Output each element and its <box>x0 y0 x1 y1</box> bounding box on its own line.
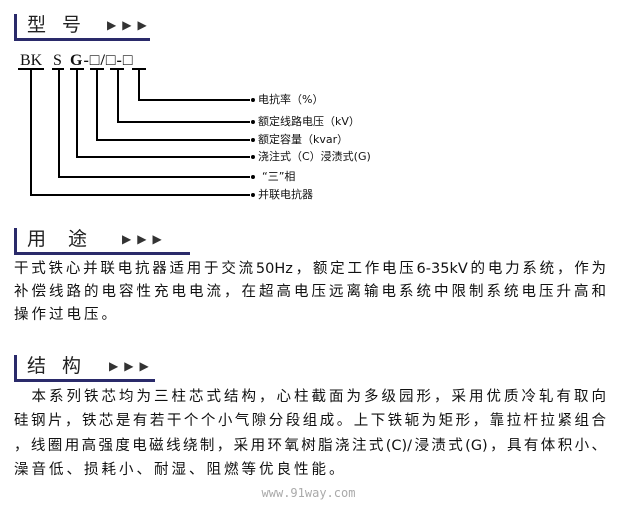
arrows-icon: ▶▶▶ <box>107 18 153 32</box>
heading-text: 用途 <box>27 228 110 250</box>
label-type: 浇注式（C）浸渍式(G) <box>258 150 371 163</box>
watermark-url: www.91way.com <box>261 486 356 500</box>
code-s: S <box>53 52 62 69</box>
label-rated-voltage: 额定线路电压（kV） <box>258 115 360 128</box>
section-heading-model: 型号 ▶▶▶ <box>14 14 150 41</box>
label-reactance-rate: 电抗率（%） <box>258 93 324 106</box>
label-rated-capacity: 额定容量（kvar） <box>258 133 349 146</box>
usage-line: 操作过电压。 <box>14 307 119 323</box>
usage-line: 干式铁心并联电抗器适用于交流50Hz，额定工作电压6-35kV的电力系统，作为 <box>14 261 606 277</box>
usage-line: 补偿线路的电容性充电电流，在超高电压远离输电系统中限制系统电压升高和 <box>14 284 606 300</box>
code-rest: G-□/□-□ <box>70 52 134 69</box>
structure-line: 硅钢片，铁芯是有若干个个小气隙分段组成。上下铁轭为矩形，靠拉杆拉紧组合 <box>14 413 606 429</box>
label-three-phase: “三”相 <box>262 170 296 183</box>
model-diagram-lines <box>18 68 255 197</box>
heading-text: 结构 <box>27 355 98 377</box>
arrows-icon: ▶▶▶ <box>109 359 155 373</box>
section-heading-usage: 用途 ▶▶▶ <box>14 228 190 255</box>
structure-line: 本系列铁芯均为三柱芯式结构，心柱截面为多级园形，采用优质冷轧有取向 <box>14 389 606 405</box>
structure-line: 澡音低、损耗小、耐湿、阻燃等优良性能。 <box>14 462 347 478</box>
section-heading-structure: 结构 ▶▶▶ <box>14 355 155 382</box>
structure-line: ，线圈用高强度电磁线绕制，采用环氧树脂浇注式(C)/浸渍式(G)，具有体积小、 <box>14 438 606 454</box>
label-shunt-reactor: 并联电抗器 <box>258 188 313 201</box>
code-bk: BK <box>20 52 43 69</box>
heading-text: 型号 <box>27 14 98 36</box>
arrows-icon: ▶▶▶ <box>122 232 168 246</box>
